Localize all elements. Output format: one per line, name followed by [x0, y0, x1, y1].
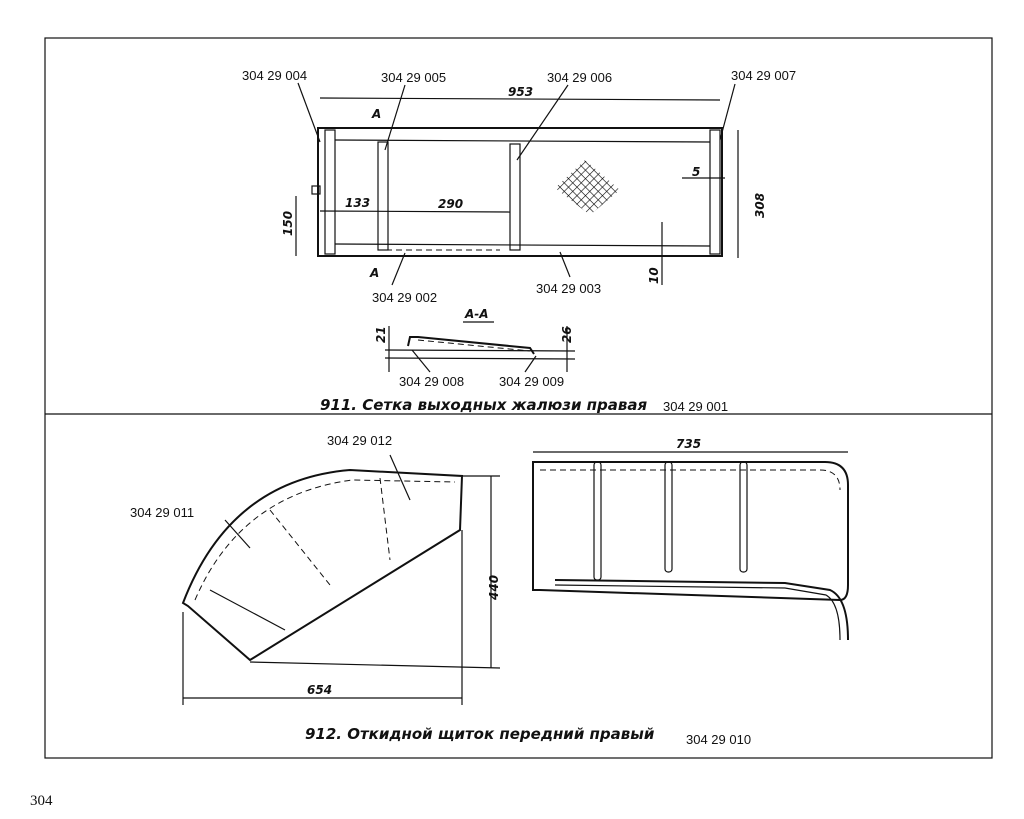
callout-304-29-002: 304 29 002 — [372, 290, 437, 305]
callout-304-29-008: 304 29 008 — [399, 374, 464, 389]
dim-5: 5 — [692, 165, 700, 179]
figure-911-part-number: 304 29 001 — [663, 399, 728, 414]
figure-911-top-view — [295, 82, 739, 286]
dim-308: 308 — [753, 193, 767, 218]
callout-304-29-012: 304 29 012 — [327, 433, 392, 448]
dim-953: 953 — [508, 85, 533, 99]
callout-304-29-007: 304 29 007 — [731, 68, 796, 83]
figure-912-side-view — [181, 454, 501, 705]
mesh-pattern — [555, 160, 620, 215]
section-a-a-view — [384, 321, 576, 373]
callout-304-29-003: 304 29 003 — [536, 281, 601, 296]
callout-304-29-005: 304 29 005 — [381, 70, 446, 85]
callout-304-29-009: 304 29 009 — [499, 374, 564, 389]
callout-304-29-006: 304 29 006 — [547, 70, 612, 85]
dim-133: 133 — [345, 196, 370, 210]
section-mark-bottom: A — [369, 266, 379, 280]
dim-26: 26 — [560, 326, 574, 343]
dim-654: 654 — [307, 683, 332, 697]
section-mark-top: A — [371, 107, 381, 121]
figure-912-top-view — [532, 451, 849, 641]
callout-304-29-011: 304 29 011 — [130, 505, 194, 520]
dim-150: 150 — [281, 211, 295, 236]
figure-911-title: 911. Сетка выходных жалюзи правая — [320, 396, 648, 414]
figure-912-part-number: 304 29 010 — [686, 732, 751, 747]
page-frame — [44, 37, 993, 759]
dim-21: 21 — [374, 326, 388, 343]
callout-304-29-004: 304 29 004 — [242, 68, 307, 83]
dim-10: 10 — [647, 267, 661, 284]
dim-440: 440 — [487, 575, 501, 601]
figure-912-title: 912. Откидной щиток передний правый — [305, 725, 655, 743]
dim-290: 290 — [438, 197, 463, 211]
dim-735: 735 — [676, 437, 701, 451]
section-title-a-a: A-A — [464, 307, 489, 321]
page-number: 304 — [30, 793, 53, 809]
